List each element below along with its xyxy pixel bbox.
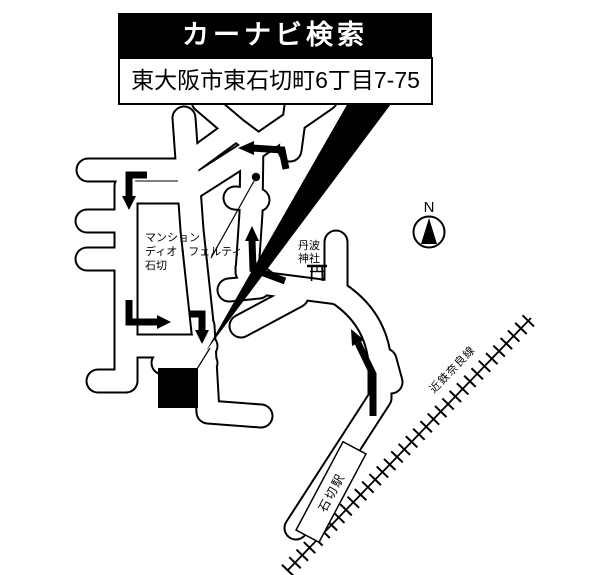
mansion-label-line3: 石切 [145,259,167,272]
shrine-landmark: 丹波 神社 [298,239,327,282]
arrowhead-down-2 [195,330,209,344]
mansion-label-line2: ディオ・フェルティ [145,244,243,258]
address-box: 東大阪市東石切町6丁目7-75 [118,57,433,105]
station-box [295,440,367,544]
mansion-landmark: マンション ディオ・フェルティ 石切 [145,172,261,272]
nav-search-title: カーナビ検索 [118,13,432,57]
torii-icon [307,264,327,282]
arrowhead-left [238,141,254,155]
railway-label: 近鉄奈良線 [426,343,478,396]
mansion-dot [251,172,261,182]
destination-square [158,368,198,408]
north-label: N [424,199,435,216]
arrowhead-up-left [351,329,364,346]
mansion-label-line1: マンション [145,232,200,244]
arrowhead-up-1 [245,226,259,241]
arrowhead-down-1 [122,196,136,210]
shrine-label-line2: 神社 [298,251,320,265]
arrowhead-right [157,315,171,329]
address-pointer-wedge [206,96,397,351]
shrine-label-line1: 丹波 [298,239,320,252]
compass: N [412,199,446,249]
mansion-leader-line [210,180,255,259]
railway-line [286,317,532,572]
pointer-tip-line [196,347,211,370]
station: 石切駅 [295,440,367,544]
compass-needle-icon [421,218,437,244]
route-arrow-shafts [125,144,377,504]
